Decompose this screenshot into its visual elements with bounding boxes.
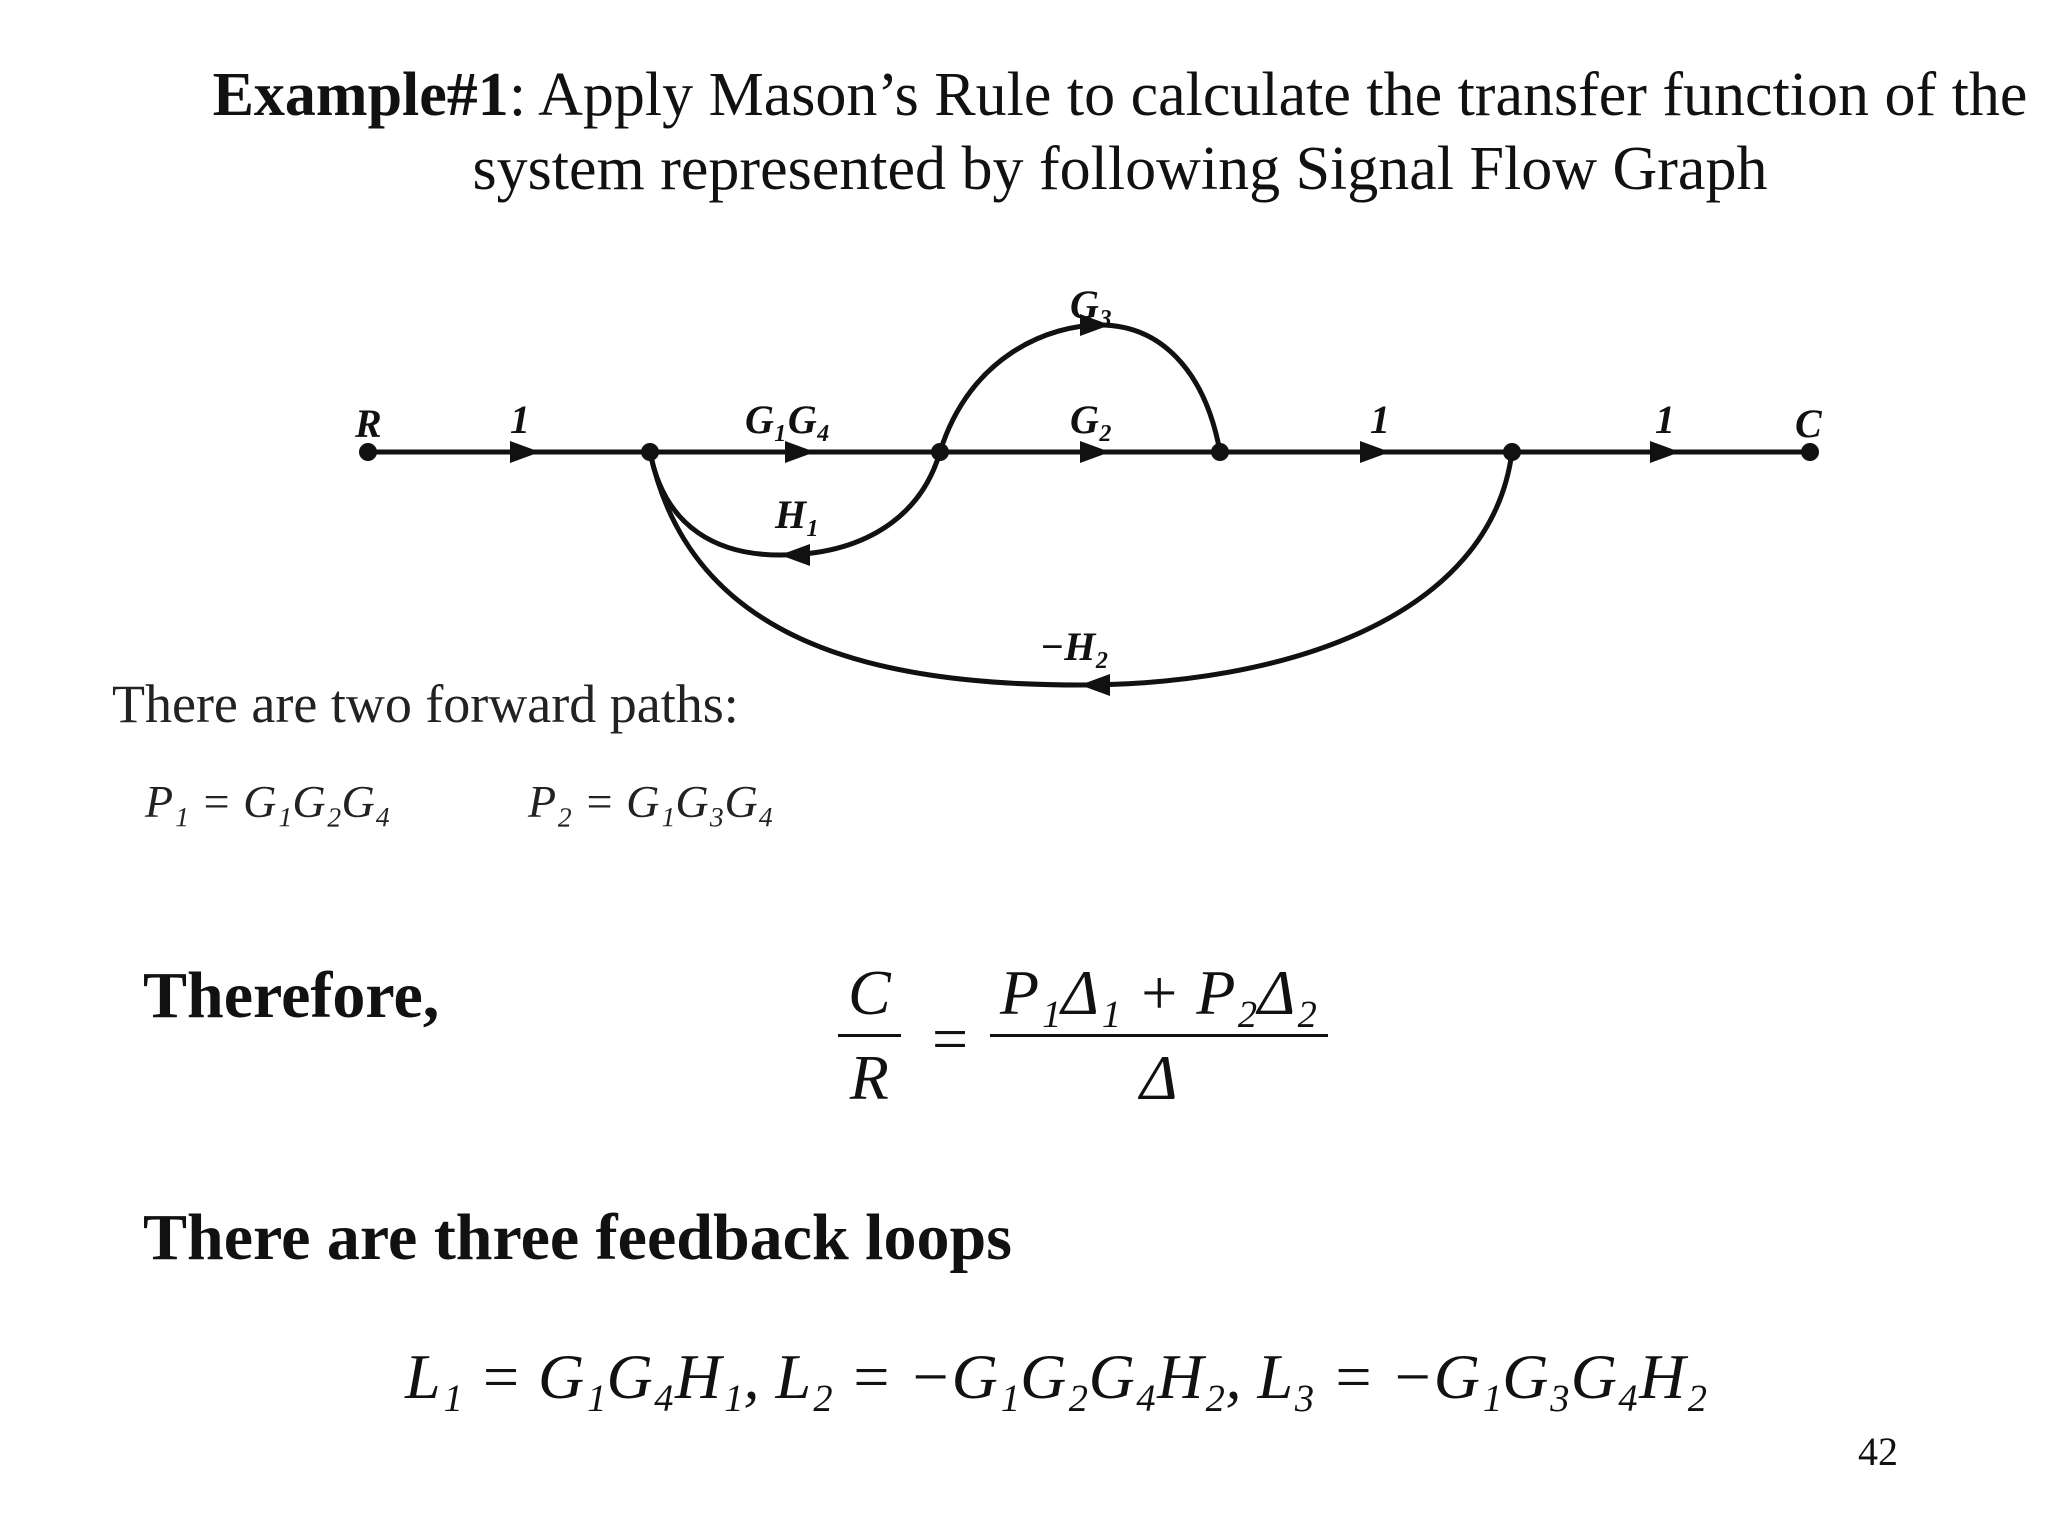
label-g3: G₃ <box>1070 282 1113 327</box>
arrow-h2 <box>1080 674 1110 696</box>
label-out1: 1 <box>1370 397 1390 442</box>
arrow-r-1 <box>510 441 540 463</box>
tf-lhs-denominator: R <box>849 1042 889 1113</box>
tf-lhs-bar <box>838 1034 901 1037</box>
node-2 <box>641 443 659 461</box>
tf-rhs-fraction: P₁Δ₁ + P₂Δ₂ Δ <box>990 952 1328 1119</box>
tf-rhs-denominator: Δ <box>1139 1042 1178 1113</box>
node-c <box>1801 443 1819 461</box>
title-example-label: Example#1 <box>212 61 509 129</box>
node-r <box>359 443 377 461</box>
arrow-g3 <box>1080 314 1110 336</box>
title-text: : Apply Mason’s Rule to calculate the tr… <box>472 61 2028 203</box>
loops-equation: L₁ = G₁G₄H₁, L₂ = −G₁G₂G₄H₂, L₃ = −G₁G₃G… <box>405 1341 1708 1412</box>
tf-equals-sign: = <box>932 1003 969 1074</box>
label-branch-r: 1 <box>510 397 530 442</box>
forward-path-2: P₂ = G₁G₃G₄ <box>528 776 774 827</box>
slide-title: Example#1: Apply Mason’s Rule to calcula… <box>210 58 2030 206</box>
tf-lhs-fraction: C R <box>838 952 901 1119</box>
page-number: 42 <box>1858 1429 1898 1474</box>
label-r: R <box>354 401 382 446</box>
node-5 <box>1503 443 1521 461</box>
arrow-g2 <box>1080 441 1110 463</box>
arrow-out-2 <box>1650 441 1680 463</box>
label-g2: G₂ <box>1070 397 1113 442</box>
label-c: C <box>1795 401 1823 446</box>
arrow-g1g4 <box>785 441 815 463</box>
forward-path-1: P₁ = G₁G₂G₄ <box>145 776 391 827</box>
arrow-h1 <box>780 544 810 566</box>
label-out2: 1 <box>1655 397 1675 442</box>
tf-lhs-numerator: C <box>848 957 891 1028</box>
feedback-loops-heading: There are three feedback loops <box>143 1201 1012 1274</box>
label-h1: H₁ <box>774 492 820 537</box>
label-g1g4: G₁G₄ <box>745 397 831 442</box>
node-3 <box>931 443 949 461</box>
node-4 <box>1211 443 1229 461</box>
forward-paths-heading: There are two forward paths: <box>112 674 739 734</box>
therefore-label: Therefore, <box>143 959 440 1032</box>
label-h2: −H₂ <box>1040 624 1109 669</box>
arrow-out-1 <box>1360 441 1390 463</box>
tf-rhs-numerator: P₁Δ₁ + P₂Δ₂ <box>1000 957 1318 1028</box>
tf-rhs-bar <box>990 1034 1328 1037</box>
